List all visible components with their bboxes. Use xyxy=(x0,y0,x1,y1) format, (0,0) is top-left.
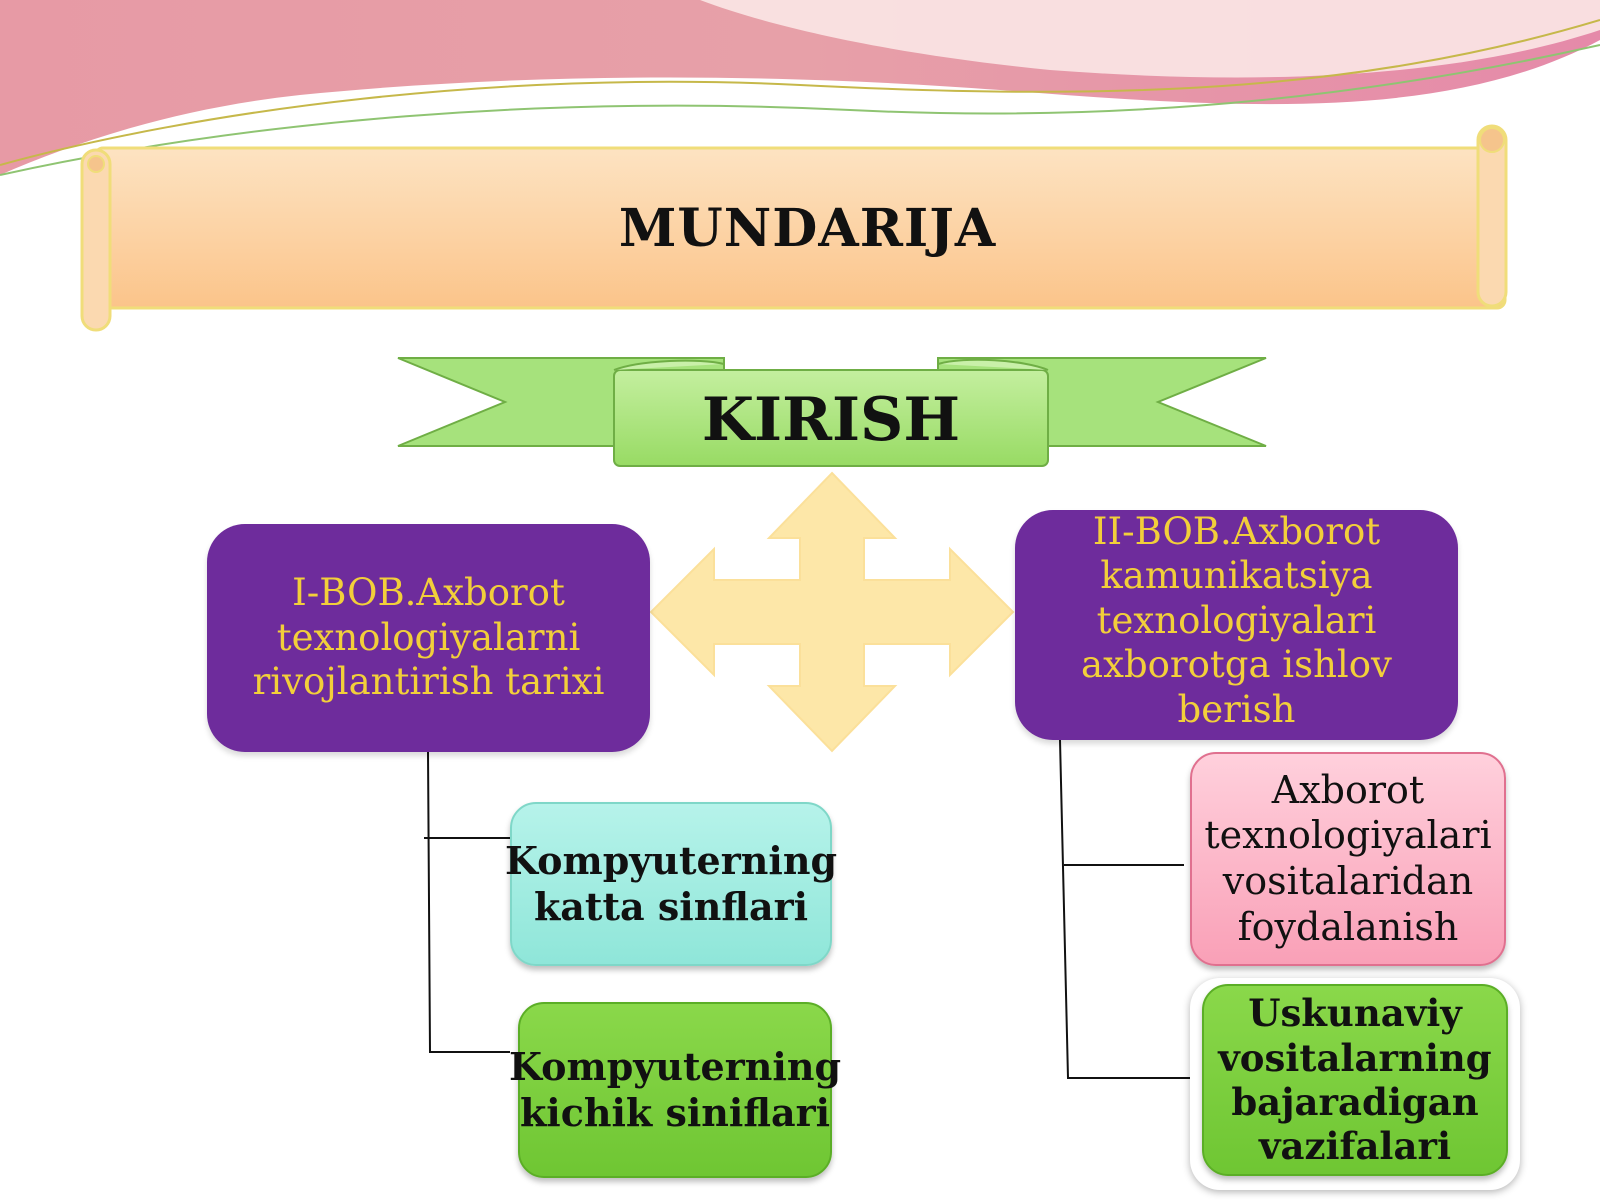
chapter-2-label: II-BOB.Axborot kamunikatsiya texnologiya… xyxy=(1081,510,1392,731)
section-2-1-box[interactable]: Axborot texnologiyalari vositalaridan fo… xyxy=(1190,752,1506,966)
chapter-1-label: I-BOB.Axborot texnologiyalarni rivojlant… xyxy=(252,571,605,704)
section-1-1-label: Kompyuterning katta sinflari xyxy=(504,838,838,929)
intro-label: KIRISH xyxy=(701,385,961,455)
page-title: MUNDARIJA xyxy=(618,197,997,259)
chapter-1-box[interactable]: I-BOB.Axborot texnologiyalarni rivojlant… xyxy=(207,524,650,752)
section-2-2-frame: Uskunaviy vositalarning bajaradigan vazi… xyxy=(1190,978,1520,1190)
section-1-2-label: Kompyuterning kichik siniflari xyxy=(508,1044,842,1135)
top-wave-decoration xyxy=(0,0,1600,176)
title-scroll xyxy=(80,124,1508,332)
section-1-1-box[interactable]: Kompyuterning katta sinflari xyxy=(505,802,837,966)
section-2-2-label: Uskunaviy vositalarning bajaradigan vazi… xyxy=(1218,991,1492,1169)
kirish-ribbon xyxy=(397,357,1267,467)
four-way-arrow xyxy=(649,471,1015,753)
chapter-2-box[interactable]: II-BOB.Axborot kamunikatsiya texnologiya… xyxy=(1015,510,1458,740)
section-1-2-box[interactable]: Kompyuterning kichik siniflari xyxy=(509,1002,841,1178)
left-connector-lines xyxy=(424,751,510,1053)
right-connector-lines xyxy=(1059,739,1190,1079)
section-2-2-box[interactable]: Uskunaviy vositalarning bajaradigan vazi… xyxy=(1202,984,1508,1176)
section-2-1-label: Axborot texnologiyalari vositalaridan fo… xyxy=(1204,767,1492,949)
